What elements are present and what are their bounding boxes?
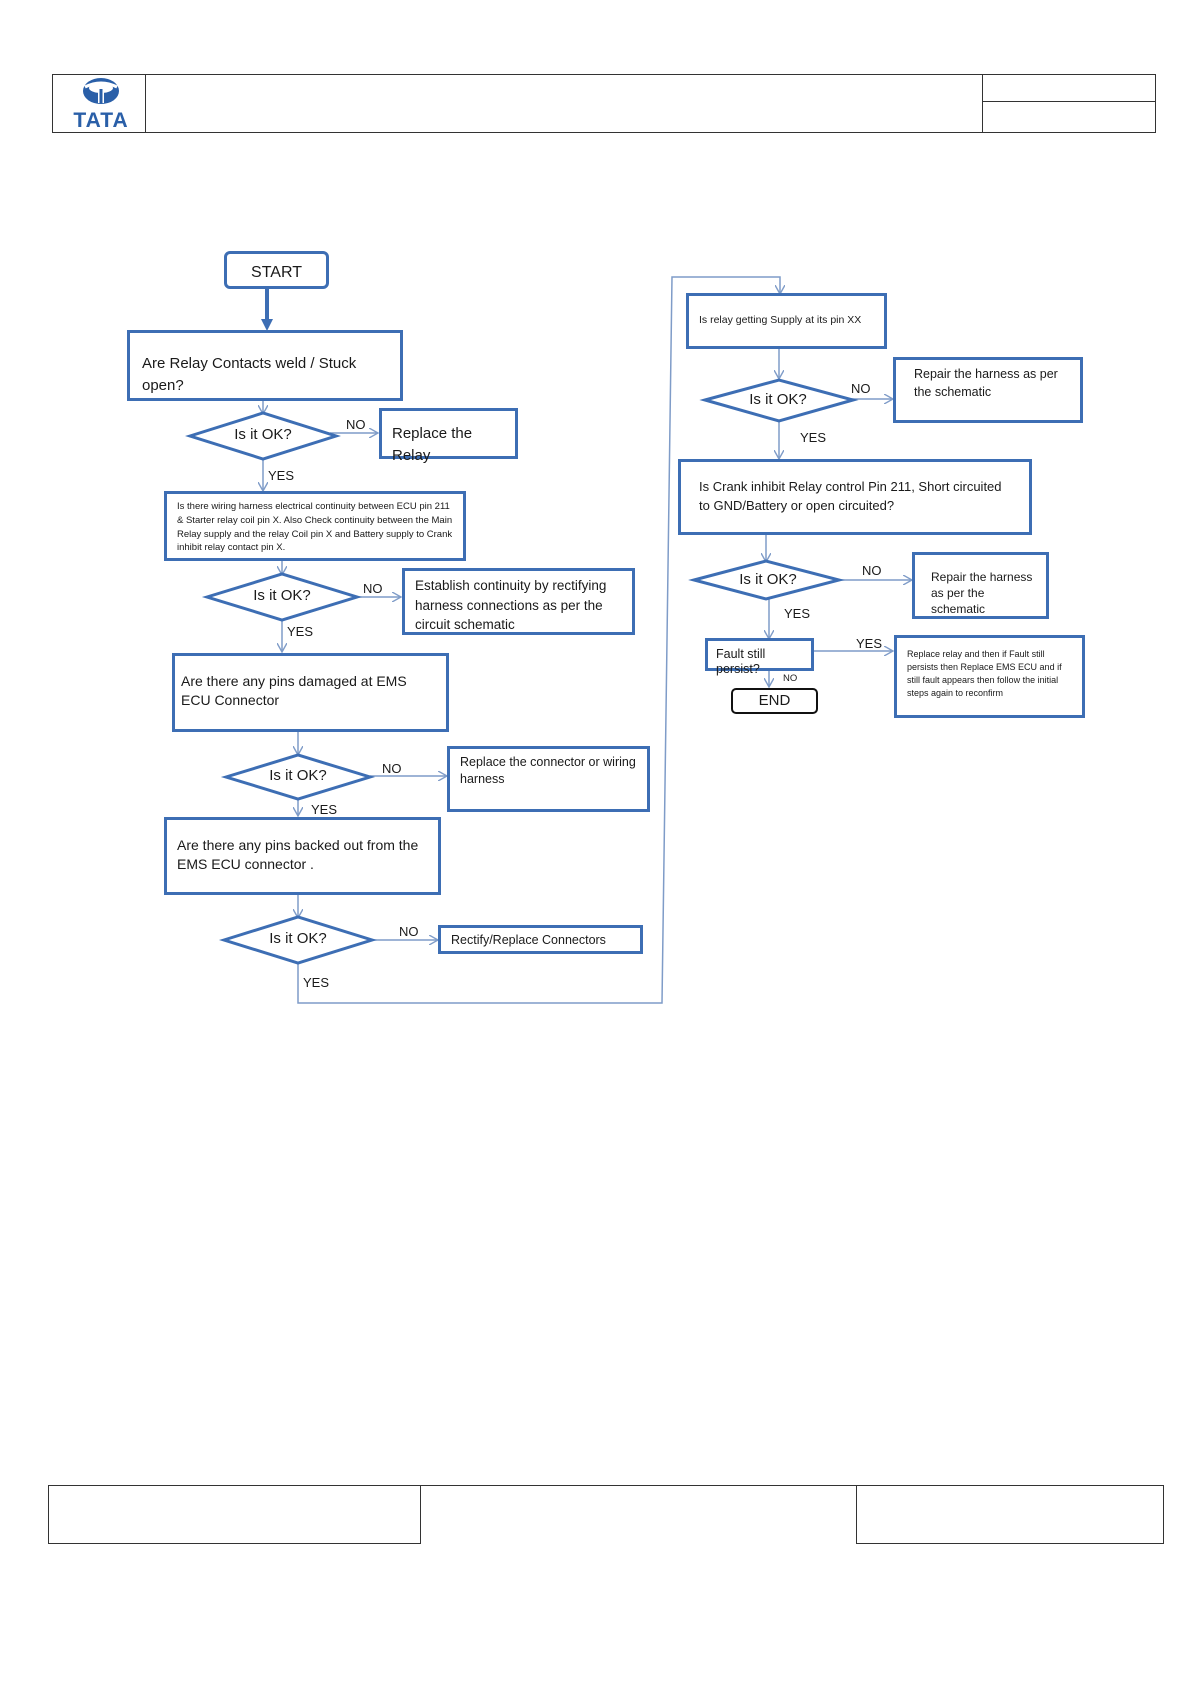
q-fault-persist-text: Fault still persist? [716, 647, 766, 676]
q-relay-supply: Is relay getting Supply at its pin XX [686, 293, 887, 349]
a-repair-harness-2: Repair the harness as per the schematic [912, 552, 1049, 619]
label-yes-1: YES [268, 468, 295, 483]
label-no-5: NO [851, 381, 871, 396]
a-replace-ecu: Replace relay and then if Fault still pe… [894, 635, 1085, 718]
q-pins-backed-out-text: Are there any pins backed out from the E… [177, 837, 419, 872]
decision-6-text: Is it OK? [739, 571, 797, 588]
decision-4-text: Is it OK? [269, 930, 327, 947]
header-divider-left [145, 74, 146, 133]
a-establish-continuity: Establish continuity by rectifying harne… [402, 568, 635, 635]
q-crank-inhibit-text: Is Crank inhibit Relay control Pin 211, … [699, 479, 1002, 513]
a-replace-connector-text: Replace the connector or wiring harness [460, 755, 636, 786]
end-text: END [758, 692, 791, 709]
decision-2-text: Is it OK? [253, 587, 311, 604]
q-relay-contacts-text: Are Relay Contacts weld / Stuck open? [142, 355, 357, 394]
tata-logo: TATA [62, 76, 140, 132]
decision-5-text: Is it OK? [749, 391, 807, 408]
label-no-6: NO [862, 563, 882, 578]
decision-5 [699, 378, 859, 423]
a-replace-connector: Replace the connector or wiring harness [447, 746, 650, 812]
tata-logo-icon [83, 78, 119, 104]
start-terminal: START [224, 251, 329, 289]
q-pins-damaged: Are there any pins damaged at EMS ECU Co… [172, 653, 449, 732]
a-replace-relay-text: Replace the Relay [392, 425, 473, 464]
decision-4 [218, 915, 378, 965]
q-relay-contacts: Are Relay Contacts weld / Stuck open? [127, 330, 403, 401]
footer-cell-left [48, 1485, 421, 1544]
q-continuity: Is there wiring harness electrical conti… [164, 491, 466, 561]
q-pins-damaged-text: Are there any pins damaged at EMS ECU Co… [181, 673, 407, 708]
decision-3 [220, 753, 376, 801]
q-continuity-text: Is there wiring harness electrical conti… [177, 501, 453, 554]
label-no-4: NO [399, 924, 419, 939]
label-no-1: NO [346, 417, 366, 432]
a-rectify-connectors: Rectify/Replace Connectors [438, 925, 643, 954]
a-replace-ecu-text: Replace relay and then if Fault still pe… [907, 649, 1062, 699]
label-no-3: NO [382, 761, 402, 776]
a-repair-harness-1-text: Repair the harness as per the schematic [914, 367, 1058, 400]
header-divider-row [982, 101, 1156, 102]
tata-logo-text: TATA [73, 109, 129, 132]
q-relay-supply-text: Is relay getting Supply at its pin XX [699, 314, 862, 326]
start-text: START [251, 264, 302, 281]
a-establish-continuity-text: Establish continuity by rectifying harne… [415, 578, 607, 633]
a-repair-harness-2-text: Repair the harness as per the schematic [931, 570, 1033, 617]
label-yes-3: YES [311, 802, 338, 817]
decision-6 [688, 559, 845, 601]
header-table [52, 74, 1156, 133]
label-yes-4: YES [303, 975, 330, 990]
end-terminal: END [731, 688, 818, 714]
a-replace-relay: Replace the Relay [379, 408, 518, 464]
a-repair-harness-1: Repair the harness as per the schematic [893, 357, 1083, 423]
label-yes-6: YES [784, 606, 811, 621]
label-no-2: NO [363, 581, 383, 596]
footer-cell-right [856, 1485, 1164, 1544]
label-no-7: NO [783, 673, 798, 684]
q-pins-backed-out: Are there any pins backed out from the E… [164, 817, 441, 895]
decision-1-text: Is it OK? [234, 426, 292, 443]
edge-d4-yes-continue [297, 276, 780, 1004]
decision-2 [201, 572, 363, 622]
decision-1 [185, 411, 341, 461]
a-rectify-connectors-text: Rectify/Replace Connectors [451, 933, 606, 947]
label-yes-7: YES [856, 636, 883, 651]
decision-3-text: Is it OK? [269, 767, 327, 784]
header-divider-right [982, 74, 983, 133]
label-yes-5: YES [800, 430, 827, 445]
q-crank-inhibit: Is Crank inhibit Relay control Pin 211, … [678, 459, 1032, 535]
q-fault-persist: Fault still persist? [705, 638, 814, 676]
label-yes-2: YES [287, 624, 314, 639]
